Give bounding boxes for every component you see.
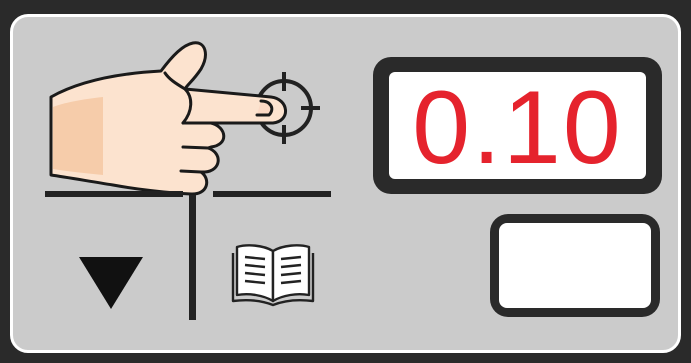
display-value: 0.10 [412, 76, 622, 180]
main-display-screen: 0.10 [389, 72, 646, 179]
main-display: 0.10 [373, 57, 662, 194]
pointing-hand-icon [43, 37, 293, 202]
secondary-display [490, 214, 660, 317]
triangle-down-icon [79, 257, 143, 309]
divider-vertical [189, 195, 196, 320]
down-button[interactable] [77, 253, 145, 313]
divider-horizontal-right [213, 191, 331, 197]
manual-button[interactable] [231, 241, 315, 307]
secondary-display-screen [499, 223, 651, 308]
book-icon [233, 245, 313, 305]
divider-horizontal-left [45, 191, 183, 197]
